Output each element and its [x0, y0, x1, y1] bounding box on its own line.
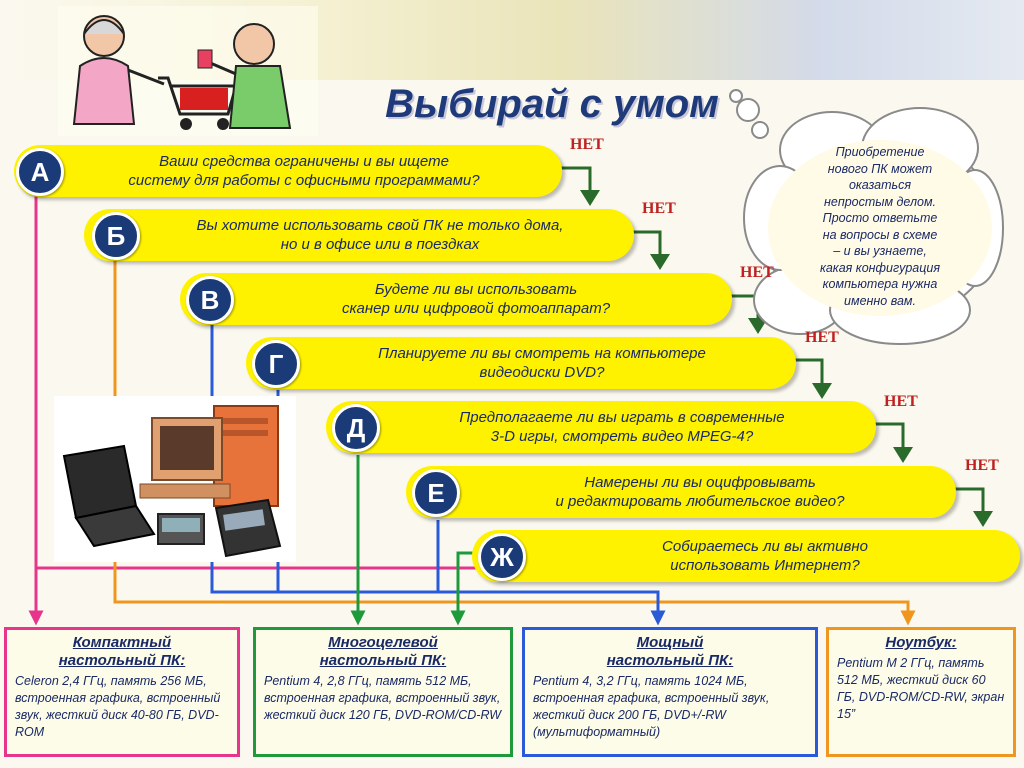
question-a-badge: А	[16, 148, 64, 196]
no-arrow-g	[795, 358, 824, 386]
no-arrowhead-d	[893, 447, 913, 463]
result-compact-pc: Компактный настольный ПК: Celeron 2,4 ГГ…	[4, 627, 240, 757]
question-v-badge: В	[186, 276, 234, 324]
no-arrowhead-g	[812, 383, 832, 399]
question-e-pill	[406, 466, 956, 518]
result-powerful-title: Мощный настольный ПК:	[606, 634, 734, 669]
result-notebook-desc: Pentium M 2 ГГц, память 512 МБ, жесткий …	[837, 656, 1005, 721]
question-b-pill	[84, 209, 634, 261]
question-e-text: Намерены ли вы оцифровывать и редактиров…	[555, 474, 845, 510]
no-arrow-e	[955, 487, 985, 514]
question-g-badge: Г	[252, 340, 300, 388]
result-notebook: Ноутбук: Pentium M 2 ГГц, память 512 МБ,…	[826, 627, 1016, 757]
no-arrowhead-a	[580, 190, 600, 206]
question-b-badge: Б	[92, 212, 140, 260]
result-multipurpose-pc: Многоцелевой настольный ПК: Pentium 4, 2…	[253, 627, 513, 757]
result-multipurpose-desc: Pentium 4, 2,8 ГГц, память 512 МБ, встро…	[264, 674, 502, 722]
question-e-badge: Е	[412, 469, 460, 517]
question-d-pill	[326, 401, 876, 453]
result-powerful-pc: Мощный настольный ПК: Pentium 4, 3,2 ГГц…	[522, 627, 818, 757]
page-title: Выбирай с умом	[385, 82, 719, 126]
cloud-hint-text: Приобретение нового ПК может оказаться н…	[819, 145, 941, 308]
no-arrowhead-v	[748, 318, 768, 334]
result-compact-desc: Celeron 2,4 ГГц, память 256 МБ, встроенн…	[15, 674, 221, 739]
no-label-g: НЕТ	[805, 329, 839, 346]
result-notebook-title: Ноутбук:	[885, 634, 957, 651]
result-multipurpose-title: Многоцелевой настольный ПК:	[319, 634, 447, 669]
no-label-d: НЕТ	[884, 393, 918, 410]
no-label-b: НЕТ	[642, 200, 676, 217]
question-zh-badge: Ж	[478, 533, 526, 581]
question-d-badge: Д	[332, 404, 380, 452]
no-arrow-b	[632, 230, 662, 257]
no-arrowhead-e	[973, 511, 993, 527]
question-d-text: Предполагаете ли вы играть в современные…	[459, 409, 785, 445]
no-arrow-a	[560, 166, 592, 193]
question-zh-pill	[472, 530, 1020, 582]
no-arrowhead-b	[650, 254, 670, 270]
no-arrow-d	[875, 422, 905, 450]
result-powerful-desc: Pentium 4, 3,2 ГГц, память 1024 МБ, встр…	[533, 674, 770, 739]
question-zh-text: Собираетесь ли вы активно использовать И…	[662, 538, 868, 574]
no-label-a: НЕТ	[570, 136, 604, 153]
question-b-text: Вы хотите использовать свой ПК не только…	[196, 217, 564, 253]
question-g-pill	[246, 337, 796, 389]
no-label-v: НЕТ	[740, 264, 774, 281]
question-a-text: Ваши средства ограничены и вы ищете сист…	[128, 153, 480, 189]
result-compact-title: Компактный настольный ПК:	[58, 634, 186, 669]
shopping-couple-illustration	[58, 6, 318, 136]
question-a-pill	[14, 145, 562, 197]
question-g-text: Планируете ли вы смотреть на компьютере …	[378, 345, 706, 381]
question-v-text: Будете ли вы использовать сканер или циф…	[341, 281, 611, 317]
no-label-e: НЕТ	[965, 457, 999, 474]
question-v-pill	[180, 273, 732, 325]
computers-illustration	[54, 396, 296, 562]
